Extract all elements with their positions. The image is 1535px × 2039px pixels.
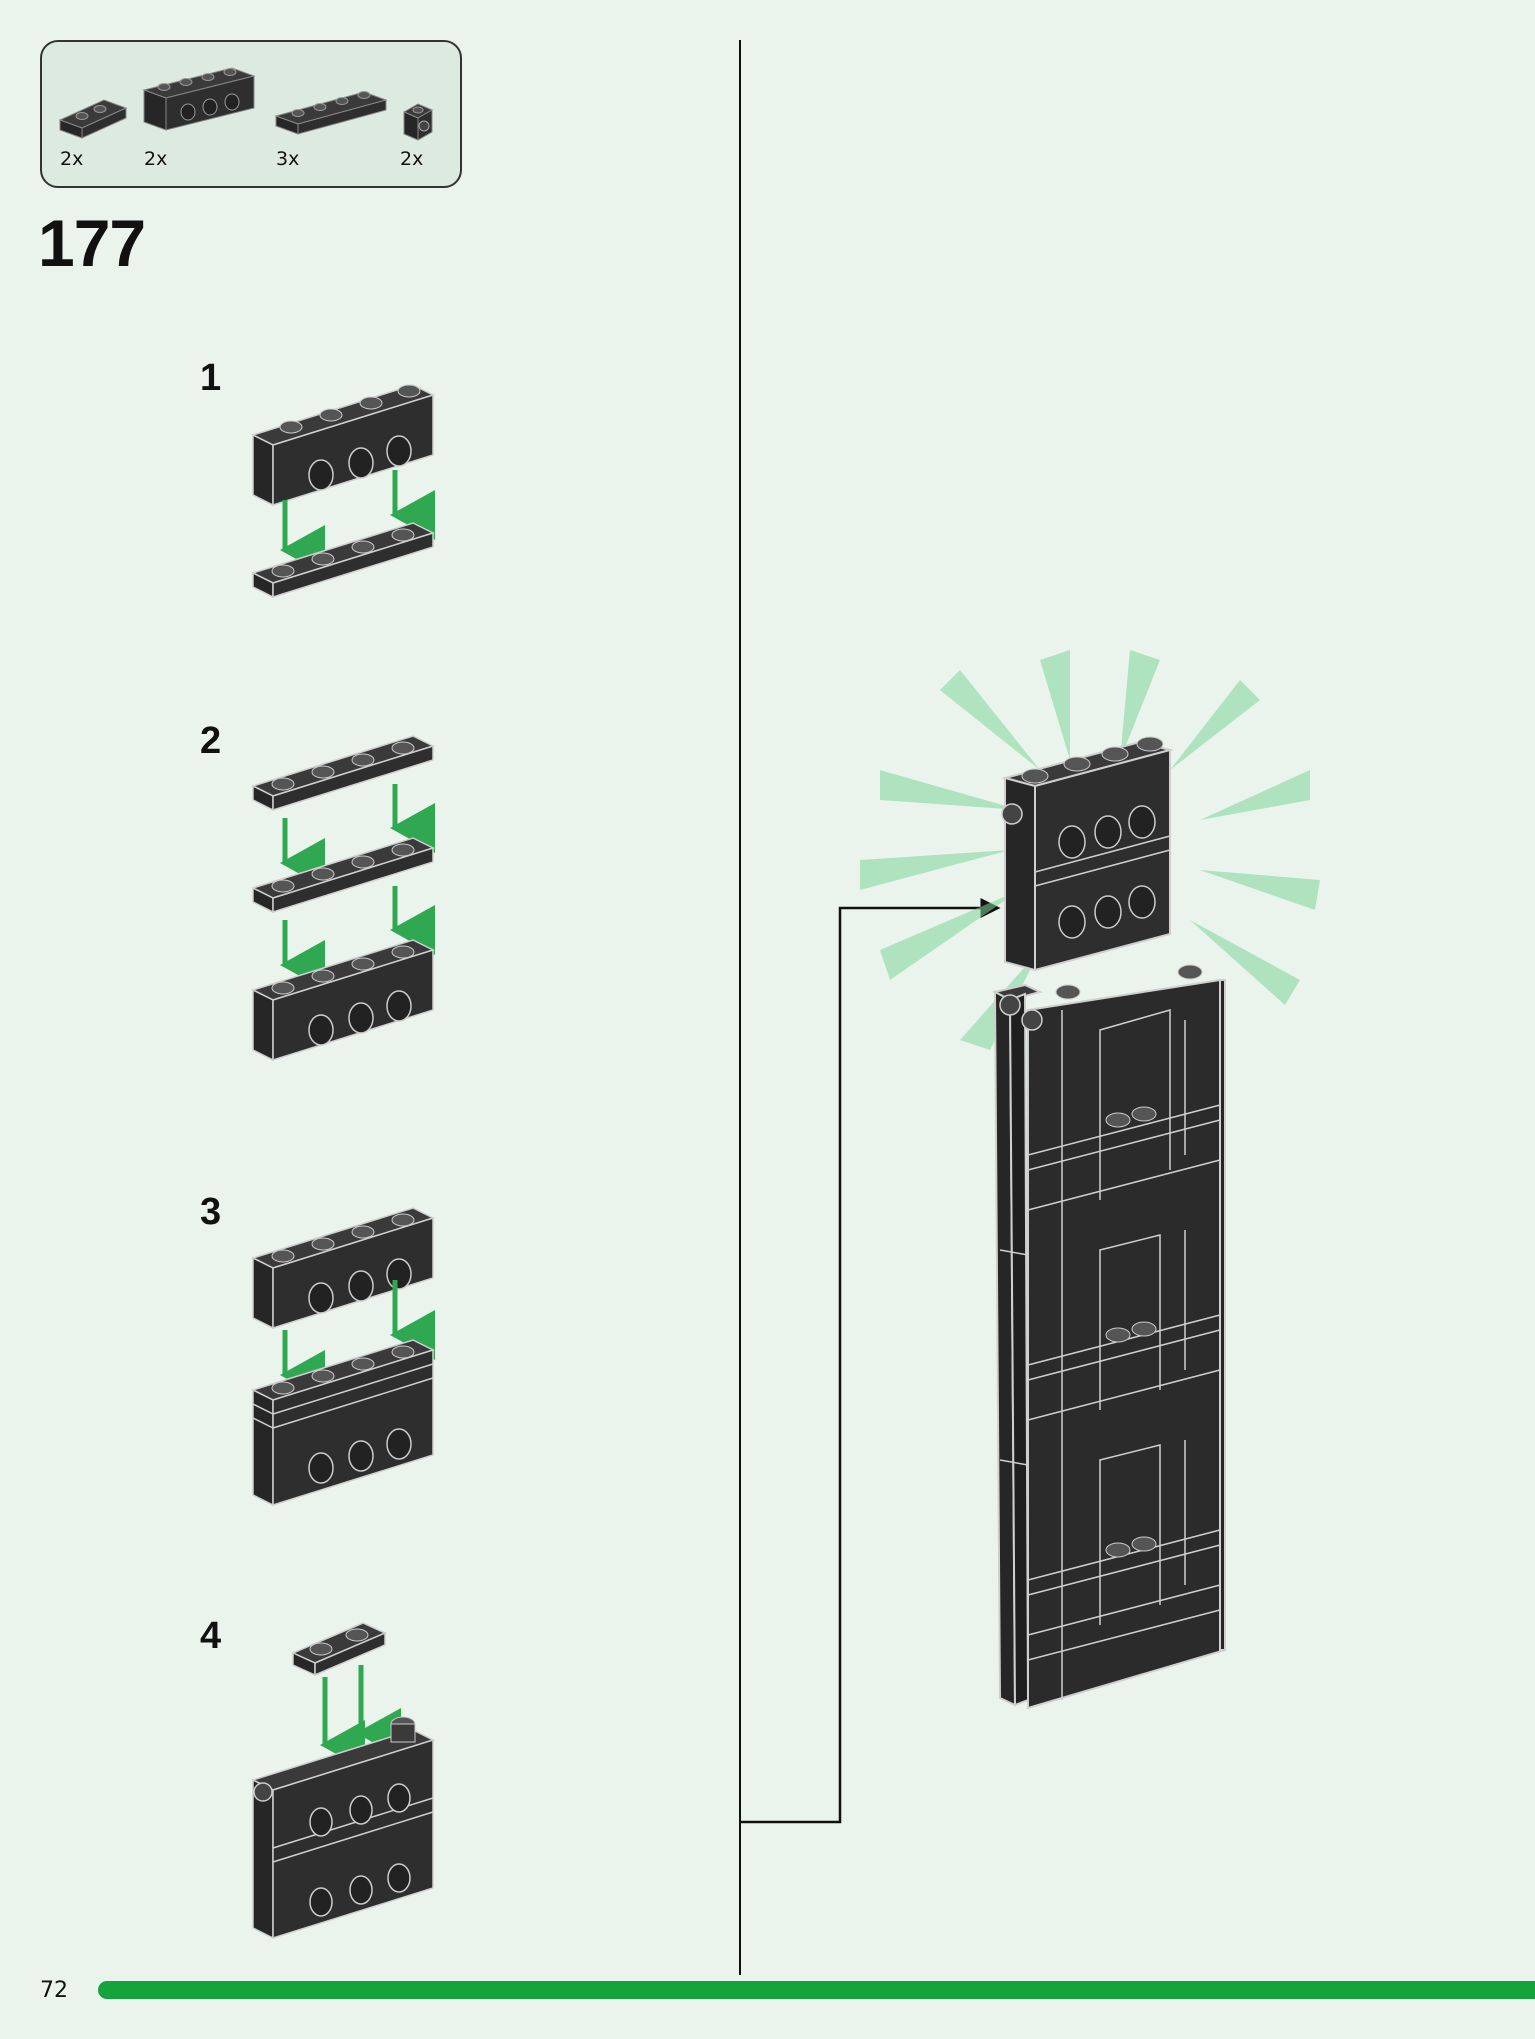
technic-brick — [251, 939, 435, 1062]
plate-1x4-top — [251, 735, 435, 812]
part-qty-1: 2x — [60, 148, 84, 170]
assembled-stack — [251, 1339, 435, 1507]
part-plate-1x4 — [274, 91, 388, 135]
sub-step-3-illustration — [251, 1207, 435, 1507]
technic-brick — [251, 384, 435, 507]
part-qty-3: 3x — [276, 148, 300, 170]
plate-1x2 — [291, 1622, 387, 1677]
parts-illustrations — [58, 67, 434, 141]
plate-1x4 — [251, 522, 435, 599]
plate-1x4-middle — [251, 837, 435, 914]
callout-connector — [740, 898, 1001, 1824]
sub-step-3-label: 3 — [200, 1191, 222, 1233]
main-assembly-illustration — [860, 650, 1320, 1710]
technic-brick-top — [251, 1207, 435, 1330]
tower-assembly — [992, 964, 1227, 1710]
sub-step-1-label: 1 — [200, 357, 222, 399]
sub-step-2-illustration — [251, 735, 435, 1062]
part-qty-2: 2x — [144, 148, 168, 170]
part-technic-1x4 — [142, 67, 256, 131]
sub-step-2-label: 2 — [200, 720, 222, 762]
part-qty-4: 2x — [400, 148, 424, 170]
progress-bar — [98, 1981, 1535, 1999]
sub-step-4-label: 4 — [200, 1615, 222, 1657]
part-plate-1x2 — [58, 99, 128, 139]
sub-step-4-illustration — [251, 1622, 435, 1940]
part-brick-1x1-side-stud — [402, 103, 434, 141]
page-divider — [739, 40, 741, 1975]
new-part-highlighted — [1001, 736, 1174, 972]
assembled-wall — [251, 1716, 435, 1940]
step-number: 177 — [38, 206, 146, 280]
page-number: 72 — [40, 1978, 68, 2003]
sub-step-1-illustration — [251, 384, 435, 599]
parts-list-box: 2x 2x 3x 2x — [40, 40, 462, 188]
